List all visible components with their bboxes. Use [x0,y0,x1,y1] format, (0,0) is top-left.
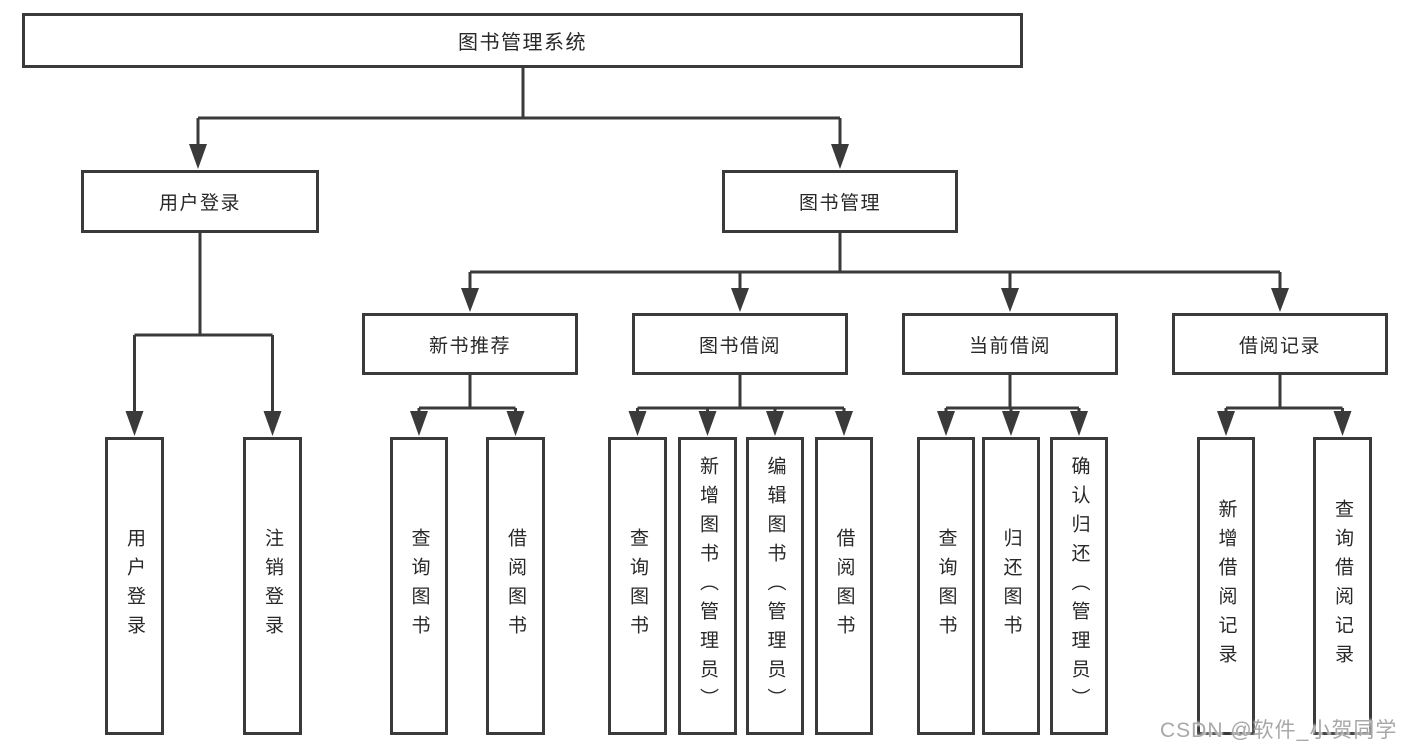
connector-bookmgmt-to-level3 [468,233,1282,290]
leaf-edit-book-admin: 编辑图书（管理员） [746,437,804,735]
leaf-label: 确认归还（管理员） [1068,455,1090,717]
arrow-down-marker [731,288,749,312]
arrow-down-marker [937,411,955,436]
arrow-down-marker [628,411,647,436]
node-library-management-system: 图书管理系统 [22,13,1023,68]
leaf-label: 归还图书 [1000,528,1022,644]
connector-userlogin-to-leaves [133,233,274,413]
leaf-query-books-current: 查询图书 [917,437,975,735]
connector-bookborrow-to-leaves [636,375,846,414]
leaf-label: 编辑图书（管理员） [764,455,786,717]
arrow-down-marker [189,144,207,169]
arrow-down-marker [263,411,282,436]
leaf-label: 借阅图书 [505,528,526,644]
leaf-borrow-books: 借阅图书 [815,437,873,735]
connector-currentborrow-to-leaves [944,375,1081,414]
node-book-management: 图书管理 [722,170,958,233]
leaf-label: 用户登录 [124,528,145,644]
connector-borrowrecord-to-leaves [1224,375,1344,414]
leaf-return-books: 归还图书 [982,437,1040,735]
leaf-user-login: 用户登录 [105,437,164,735]
node-label: 图书借阅 [698,335,781,357]
node-new-book-recommendation: 新书推荐 [362,313,578,375]
connector-newbook-to-leaves [417,375,517,414]
leaf-borrow-books-recommend: 借阅图书 [486,437,545,735]
leaf-confirm-return-admin: 确认归还（管理员） [1050,437,1108,735]
node-label: 新书推荐 [428,335,511,357]
leaf-logout: 注销登录 [243,437,302,735]
leaf-add-book-admin: 新增图书（管理员） [678,437,737,735]
node-label: 借阅记录 [1238,335,1321,357]
arrow-down-marker [766,411,784,436]
arrow-down-marker [410,411,428,436]
leaf-query-books-recommend: 查询图书 [390,437,448,735]
leaf-label: 注销登录 [262,528,283,644]
leaf-query-borrow-record: 查询借阅记录 [1313,437,1372,735]
arrow-down-marker [506,411,525,436]
node-current-borrowing: 当前借阅 [902,313,1118,375]
arrow-down-marker [461,288,479,312]
leaf-label: 借阅图书 [833,528,855,644]
arrow-down-marker [831,144,849,169]
leaf-label: 查询图书 [935,528,957,644]
node-label: 图书管理 [798,193,881,214]
node-borrowing-records: 借阅记录 [1172,313,1388,375]
arrow-down-marker [1070,411,1088,436]
leaf-label: 查询图书 [408,528,430,644]
csdn-watermark: CSDN @软件_小贺同学 [1160,719,1398,742]
node-user-login: 用户登录 [81,170,319,233]
arrow-down-marker [1271,288,1289,312]
leaf-add-borrow-record: 新增借阅记录 [1197,437,1255,735]
connector-root-to-level2 [196,68,842,146]
arrow-down-marker [1001,288,1019,312]
arrow-down-marker [1217,411,1235,436]
node-label: 用户登录 [158,193,241,214]
arrow-down-marker [1333,411,1352,436]
node-label: 图书管理系统 [458,32,587,54]
arrow-down-marker [835,411,853,436]
arrow-down-marker [125,411,144,436]
node-book-borrowing: 图书借阅 [632,313,848,375]
node-label: 当前借阅 [968,335,1051,357]
leaf-label: 新增图书（管理员） [697,455,718,717]
arrow-down-marker [1002,411,1020,436]
leaf-label: 查询借阅记录 [1332,499,1353,673]
arrow-down-marker [698,411,717,436]
leaf-label: 新增借阅记录 [1215,499,1237,673]
leaf-query-books-borrow: 查询图书 [608,437,667,735]
leaf-label: 查询图书 [627,528,648,644]
